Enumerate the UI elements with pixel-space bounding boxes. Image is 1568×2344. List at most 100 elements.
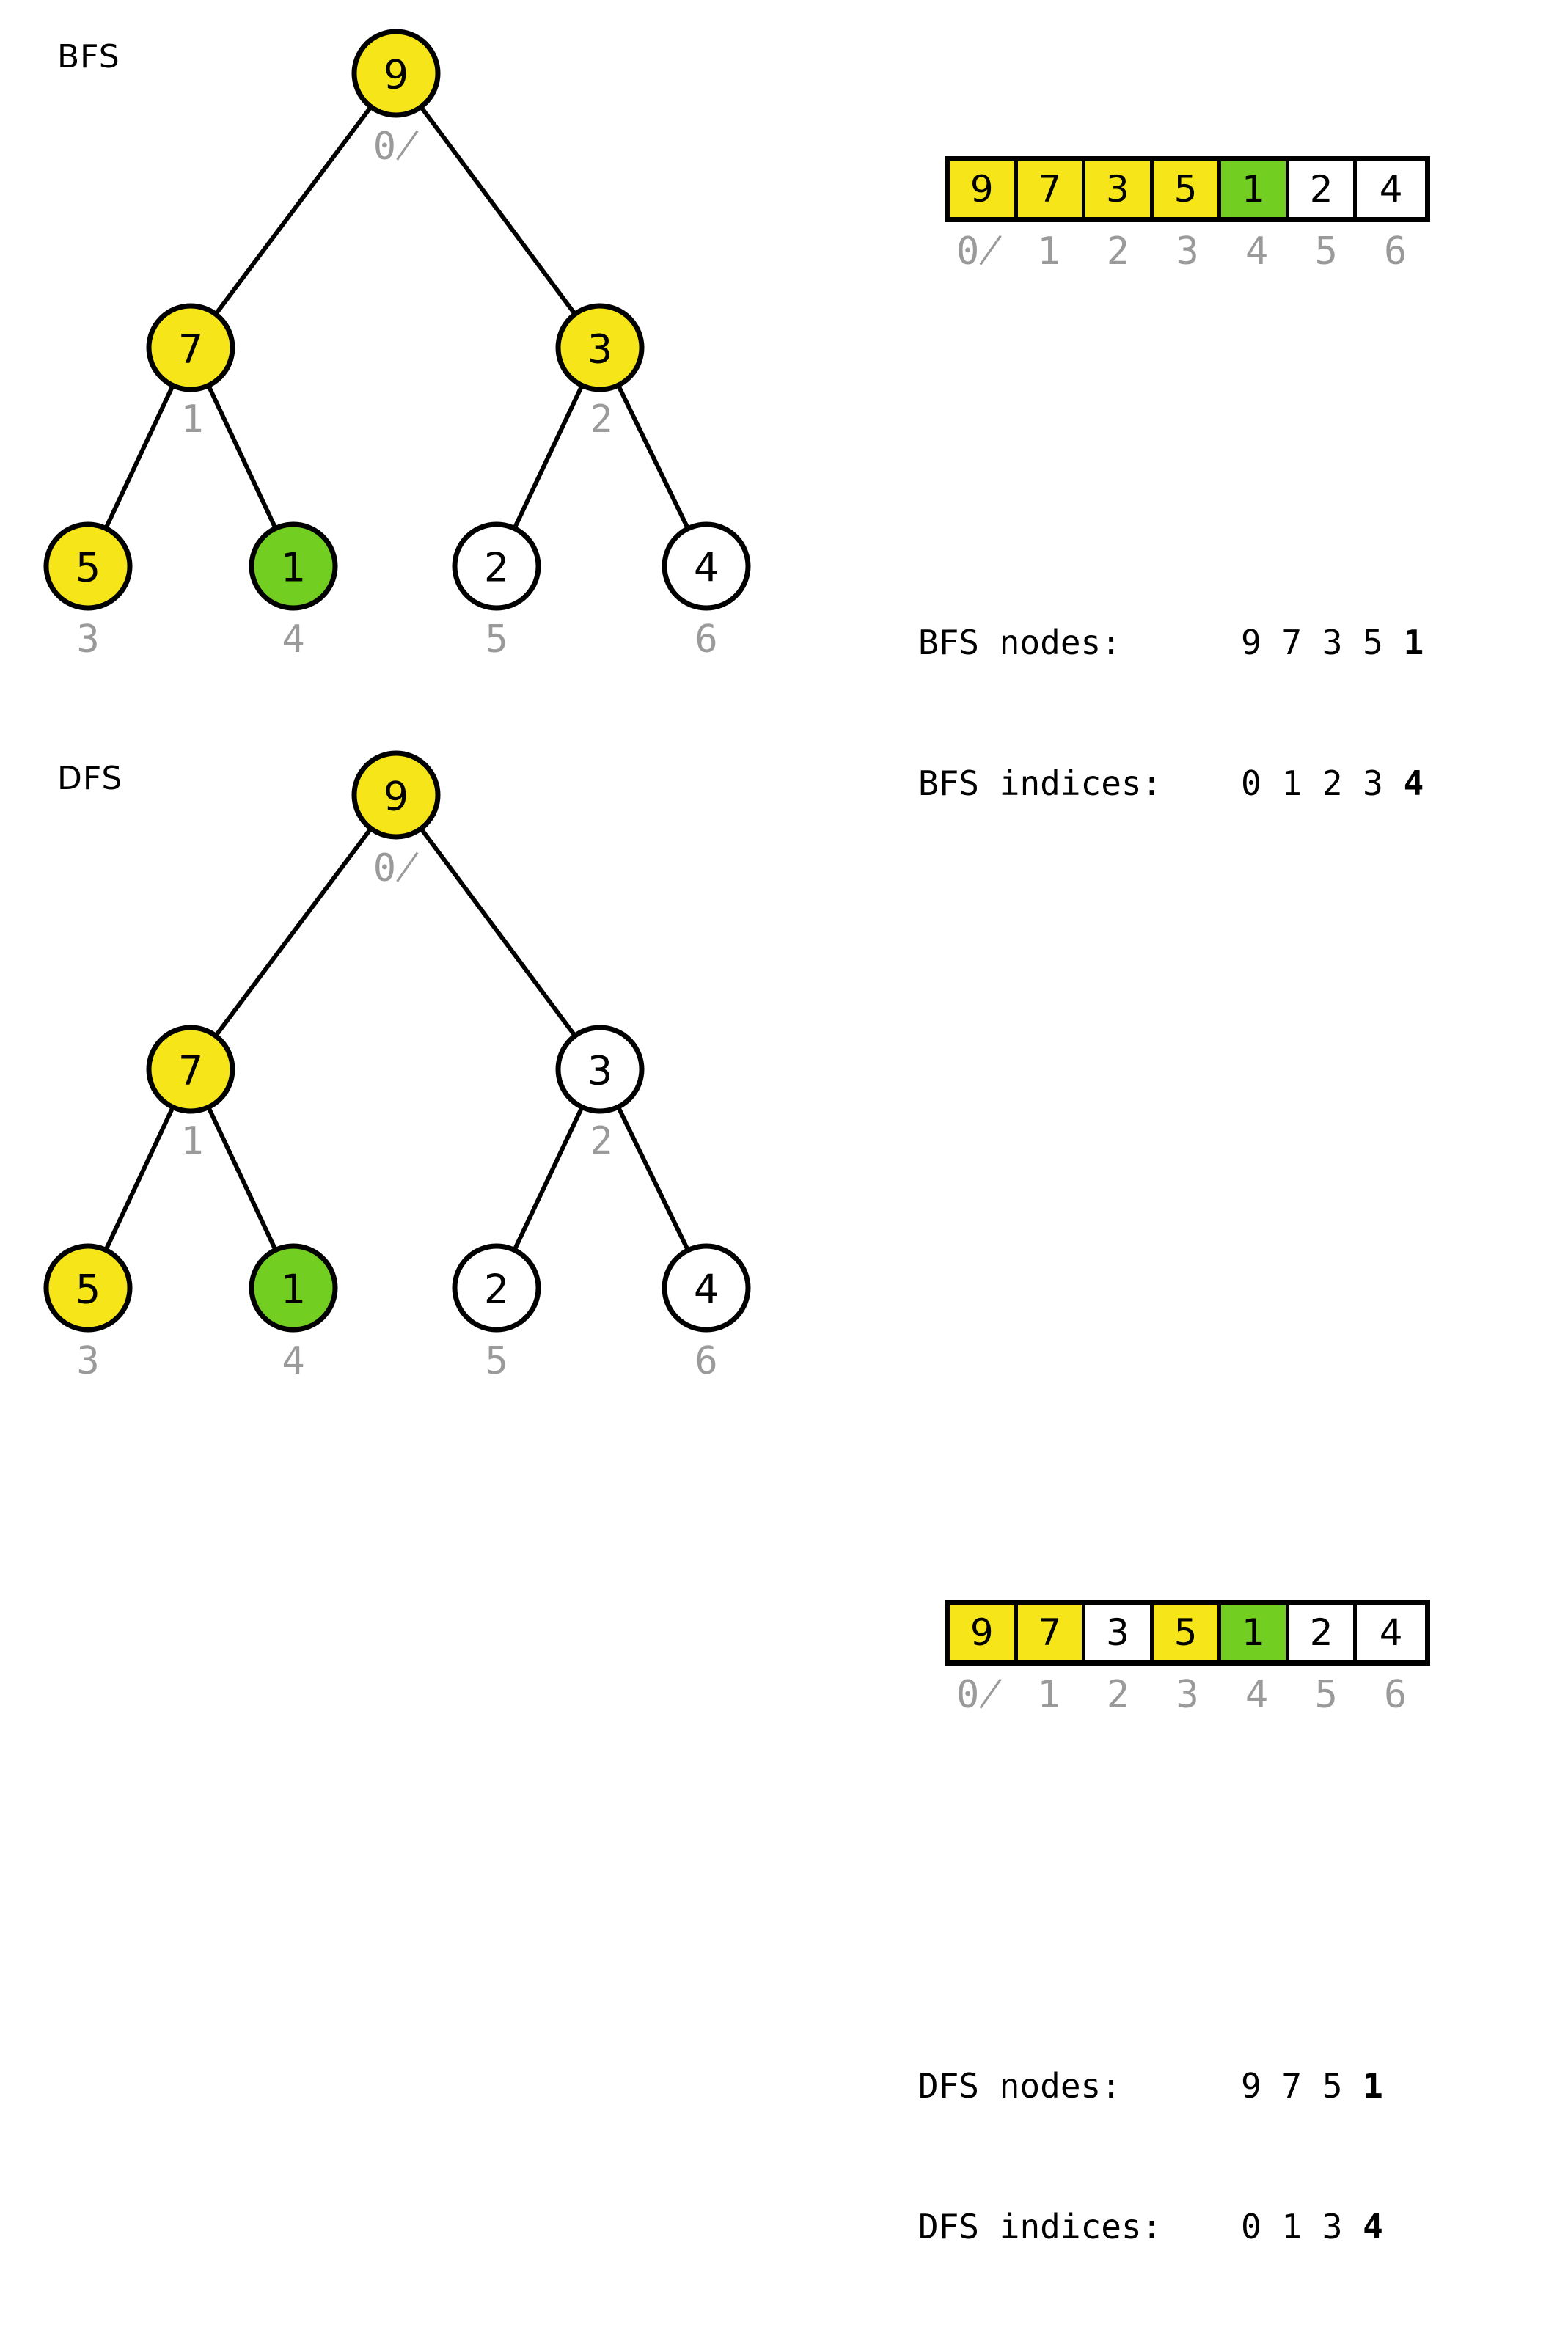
array-cell-2[interactable]: 3 [1085,1605,1154,1660]
node-circle-7[interactable] [146,303,235,392]
array-cell-5[interactable]: 2 [1289,1605,1358,1660]
array-index-4: 4 [1245,1673,1269,1717]
dfs-indices-sequence-text: 0 1 3 [1241,2207,1363,2246]
tree-edge-0-2 [418,104,578,317]
bfs-indices-row: BFS indices: 0 1 2 3 4 [918,760,1424,807]
dfs-readout: DFS nodes: 9 7 5 1 DFS indices: 0 1 3 4 [918,1968,1383,2344]
dfs-panel-title: DFS [57,760,123,797]
array-index-2: 2 [1106,1673,1130,1717]
bfs-indices-label: BFS indices: [918,763,1162,803]
node-index-label-6: 6 [695,618,717,662]
array-cell-6[interactable]: 4 [1357,1605,1425,1660]
array-cell-3[interactable]: 5 [1153,1605,1222,1660]
array-index-0: 0̸ [956,230,1003,274]
node-index-label-2: 2 [590,1119,612,1163]
bfs-panel-title: BFS [57,38,120,76]
tree-node-3[interactable]: 5 [43,521,133,611]
node-circle-7[interactable] [146,1025,235,1114]
node-circle-3[interactable] [555,303,645,392]
tree-edge-0-1 [213,826,374,1039]
tree-node-0[interactable]: 9 [351,750,441,840]
array-cell-5[interactable]: 2 [1289,161,1358,217]
tree-edge-1-3 [103,1105,176,1253]
array-index-2: 2 [1106,230,1130,274]
tree-edge-2-6 [615,383,691,531]
tree-node-4[interactable]: 1 [249,1243,338,1333]
tree-edge-2-6 [615,1105,691,1253]
array-index-6: 6 [1384,1673,1407,1717]
bfs-indices-sequence: 0 1 2 3 4 [1241,760,1424,807]
dfs-nodes-label: DFS nodes: [918,2066,1121,2106]
node-circle-2[interactable] [452,521,541,611]
dfs-indices-current: 4 [1363,2207,1383,2246]
node-index-label-6: 6 [695,1339,717,1383]
bfs-readout: BFS nodes: 9 7 3 5 1 BFS indices: 0 1 2 … [918,525,1424,901]
node-index-label-5: 5 [485,618,508,662]
array-cell-3[interactable]: 5 [1153,161,1222,217]
node-index-label-5: 5 [485,1339,508,1383]
node-index-label-3: 3 [76,1339,99,1383]
bfs-nodes-sequence-text: 9 7 3 5 [1241,623,1404,662]
tree-node-0[interactable]: 9 [351,29,441,118]
tree-node-6[interactable]: 4 [662,1243,751,1333]
node-circle-9[interactable] [351,29,441,118]
node-value-3: 3 [587,326,612,373]
array-cell-4[interactable]: 1 [1221,1605,1289,1660]
dfs-indices-label: DFS indices: [918,2207,1162,2246]
tree-node-2[interactable]: 3 [555,303,645,392]
node-circle-4[interactable] [662,1243,751,1333]
bfs-nodes-label: BFS nodes: [918,623,1121,662]
array-cell-0[interactable]: 9 [950,1605,1018,1660]
tree-node-2[interactable]: 3 [555,1025,645,1114]
tree-edge-2-5 [511,383,585,531]
tree-node-5[interactable]: 2 [452,521,541,611]
array-cell-1[interactable]: 7 [1017,1605,1086,1660]
node-circle-5[interactable] [43,521,133,611]
tree-node-1[interactable]: 7 [146,303,235,392]
tree-node-3[interactable]: 5 [43,1243,133,1333]
node-circle-2[interactable] [452,1243,541,1333]
array-cell-4[interactable]: 1 [1221,161,1289,217]
array-index-5: 5 [1314,1673,1338,1717]
tree-node-6[interactable]: 4 [662,521,751,611]
bfs-nodes-current: 1 [1403,623,1424,662]
array-cell-1[interactable]: 7 [1017,161,1086,217]
tree-node-1[interactable]: 7 [146,1025,235,1114]
node-value-9: 9 [384,774,409,820]
node-value-3: 3 [587,1048,612,1094]
tree-edge-1-3 [103,383,176,531]
array-cell-2[interactable]: 3 [1085,161,1154,217]
tree-node-5[interactable]: 2 [452,1243,541,1333]
node-circle-1[interactable] [249,1243,338,1333]
tree-node-4[interactable]: 1 [249,521,338,611]
array-cell-6[interactable]: 4 [1357,161,1425,217]
node-value-1: 1 [281,1267,306,1313]
node-value-9: 9 [384,52,409,98]
array-cell-0[interactable]: 9 [950,161,1018,217]
node-value-2: 2 [484,545,509,591]
dfs-nodes-sequence-text: 9 7 5 [1241,2066,1363,2106]
tree-edge-0-2 [418,826,578,1039]
tree-edge-2-5 [511,1105,585,1253]
dfs-nodes-sequence: 9 7 5 1 [1241,2062,1383,2109]
node-circle-4[interactable] [662,521,751,611]
node-circle-9[interactable] [351,750,441,840]
node-circle-3[interactable] [555,1025,645,1114]
node-index-label-4: 4 [282,618,304,662]
array-index-3: 3 [1176,1673,1199,1717]
node-circle-1[interactable] [249,521,338,611]
array-index-3: 3 [1176,230,1199,274]
dfs-nodes-current: 1 [1363,2066,1383,2106]
node-value-4: 4 [694,545,719,591]
node-circle-5[interactable] [43,1243,133,1333]
node-value-7: 7 [178,1048,203,1094]
